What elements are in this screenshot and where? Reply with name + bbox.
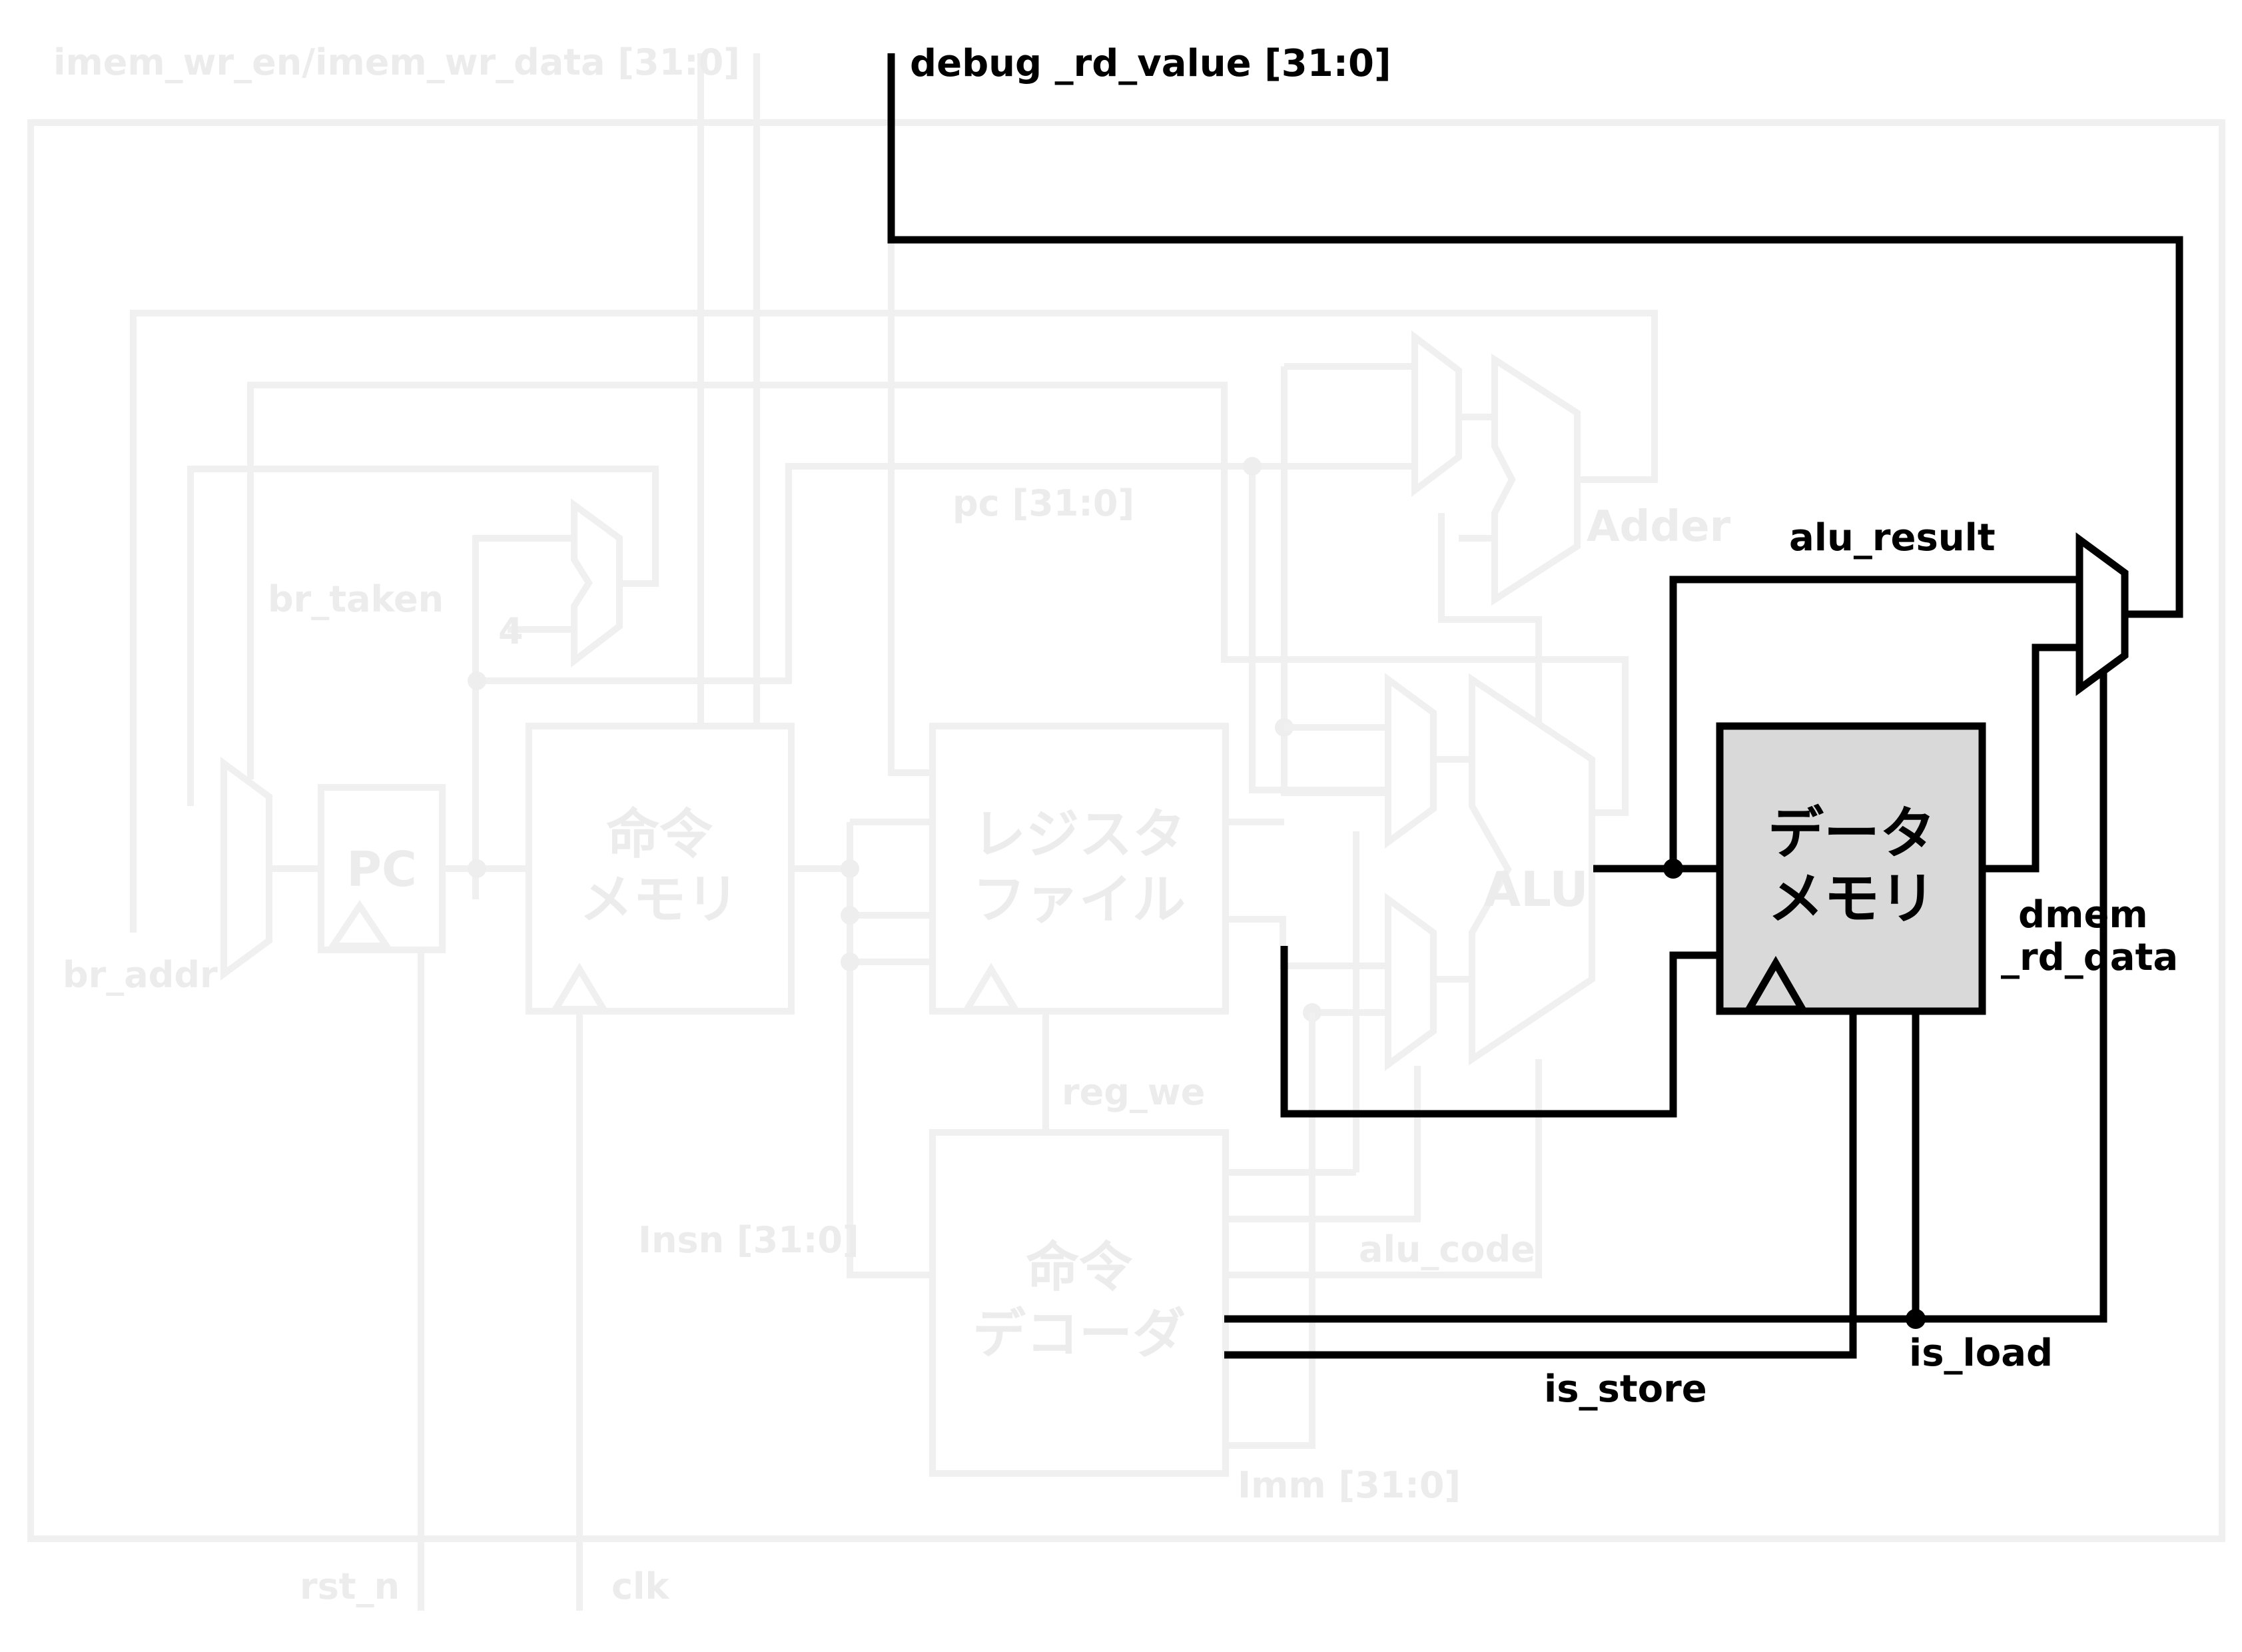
is-store-label: is_store — [1544, 1368, 1707, 1411]
pc-plus4-adder — [571, 498, 623, 668]
debug-wire-dim — [888, 238, 933, 776]
reg-we-label: reg_we — [1062, 1071, 1205, 1113]
insn-wire — [791, 819, 933, 1278]
pc-clock-triangle — [326, 899, 393, 949]
branch-loop-wire — [130, 310, 1658, 933]
is-load-label: is_load — [1909, 1332, 2053, 1375]
decoder-label-2: デコーダ — [972, 1303, 1186, 1365]
branch-adder — [1491, 353, 1581, 606]
dmem-rd-data-wire — [1982, 643, 2079, 873]
imem-wr-label: imem_wr_en/imem_wr_data [31:0] — [53, 41, 740, 83]
decoder-label-1: 命令 — [1026, 1236, 1133, 1298]
dmem-label-2: メモリ — [1768, 866, 1936, 931]
is-load-wire — [1224, 673, 2107, 1323]
clk-label: clk — [611, 1565, 670, 1607]
decoder-out-wires — [1226, 1013, 1542, 1449]
register-file — [929, 723, 1229, 1015]
pc-plus4-wire — [472, 463, 1252, 899]
pc-register — [318, 784, 446, 953]
alu-result-wire — [1593, 576, 2079, 873]
pc-block-label: PC — [346, 841, 417, 897]
pc-bus-label: pc [31:0] — [952, 482, 1134, 524]
dmem-clock-triangle — [1742, 956, 1809, 1013]
dimmed-circuit: 4 PC 命令 メモリ Insn [31:0] pc [31:0] br_tak… — [27, 41, 2225, 1611]
imem-label-1: 命令 — [606, 803, 713, 865]
dmem-rd-data-label-2: _rd_data — [2001, 936, 2178, 979]
dmem-rd-data-label-1: dmem — [2018, 893, 2148, 937]
adder-input-mux — [1411, 330, 1462, 498]
rst-label: rst_n — [300, 1565, 400, 1607]
alu-mux-a — [1385, 673, 1437, 849]
alu-mux-b — [1385, 893, 1437, 1071]
insn-label: Insn [31:0] — [638, 1219, 859, 1261]
instruction-decoder — [929, 1129, 1229, 1477]
br-taken-label: br_taken — [268, 578, 444, 620]
adder-label: Adder — [1587, 502, 1731, 552]
debug-rd-value-label: debug _rd_value [31:0] — [910, 42, 1391, 85]
pc4-loop-wire — [187, 466, 659, 806]
dmem-label-1: データ — [1768, 801, 1936, 866]
regfile-clock-triangle — [961, 963, 1021, 1013]
const-four-label: 4 — [498, 610, 524, 652]
writeback-mux — [2075, 532, 2129, 696]
regfile-label-2: ファイル — [972, 869, 1186, 931]
alu — [1469, 673, 1595, 1066]
imem-label-2: メモリ — [579, 869, 739, 931]
cpu-boundary — [27, 119, 2225, 1542]
branch-mux — [220, 757, 272, 981]
br-addr-label: br_addr — [63, 954, 218, 996]
adder-wires — [1249, 363, 1542, 796]
alu-label: ALU — [1483, 861, 1589, 917]
imem-clock-triangle — [550, 963, 609, 1013]
pc-loop-wire — [247, 382, 1629, 816]
regfile-label-1: レジスタ — [972, 803, 1186, 865]
highlighted-circuit: debug _rd_value [31:0] alu_result データ メモ… — [887, 42, 2183, 1411]
alu-result-label: alu_result — [1789, 516, 1996, 560]
debug-rd-value-wire — [887, 53, 2183, 618]
is-store-wire — [1224, 1011, 1857, 1359]
alu-code-label: alu_code — [1359, 1228, 1535, 1270]
imm-label: Imm [31:0] — [1238, 1464, 1461, 1506]
store-data-wire — [1280, 946, 1718, 1118]
imem-wr-wire — [697, 53, 760, 726]
